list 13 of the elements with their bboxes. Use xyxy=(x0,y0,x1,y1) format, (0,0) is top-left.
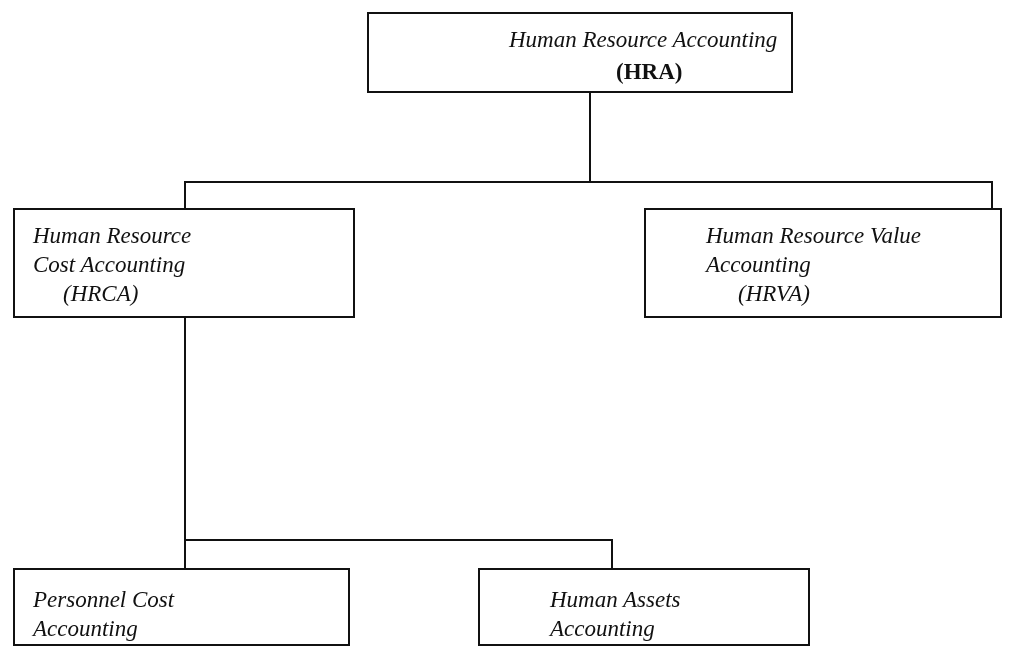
abbreviation-label: (HRCA) xyxy=(63,280,140,308)
text-box xyxy=(644,208,1002,318)
text-box xyxy=(13,568,350,646)
abbreviation-label: (HRVA) xyxy=(738,280,811,308)
text-box xyxy=(367,12,793,93)
text-box xyxy=(13,208,355,318)
box-label: Human Resource Accounting xyxy=(509,26,779,54)
box-label: Human Assets Accounting xyxy=(550,586,682,643)
box-label: Human Resource Value Accounting xyxy=(706,222,923,279)
box-label: Personnel Cost Accounting xyxy=(33,586,176,643)
box-label: Human Resource Cost Accounting xyxy=(33,222,193,279)
text-box xyxy=(478,568,810,646)
abbreviation-label: (HRA) xyxy=(616,58,684,86)
